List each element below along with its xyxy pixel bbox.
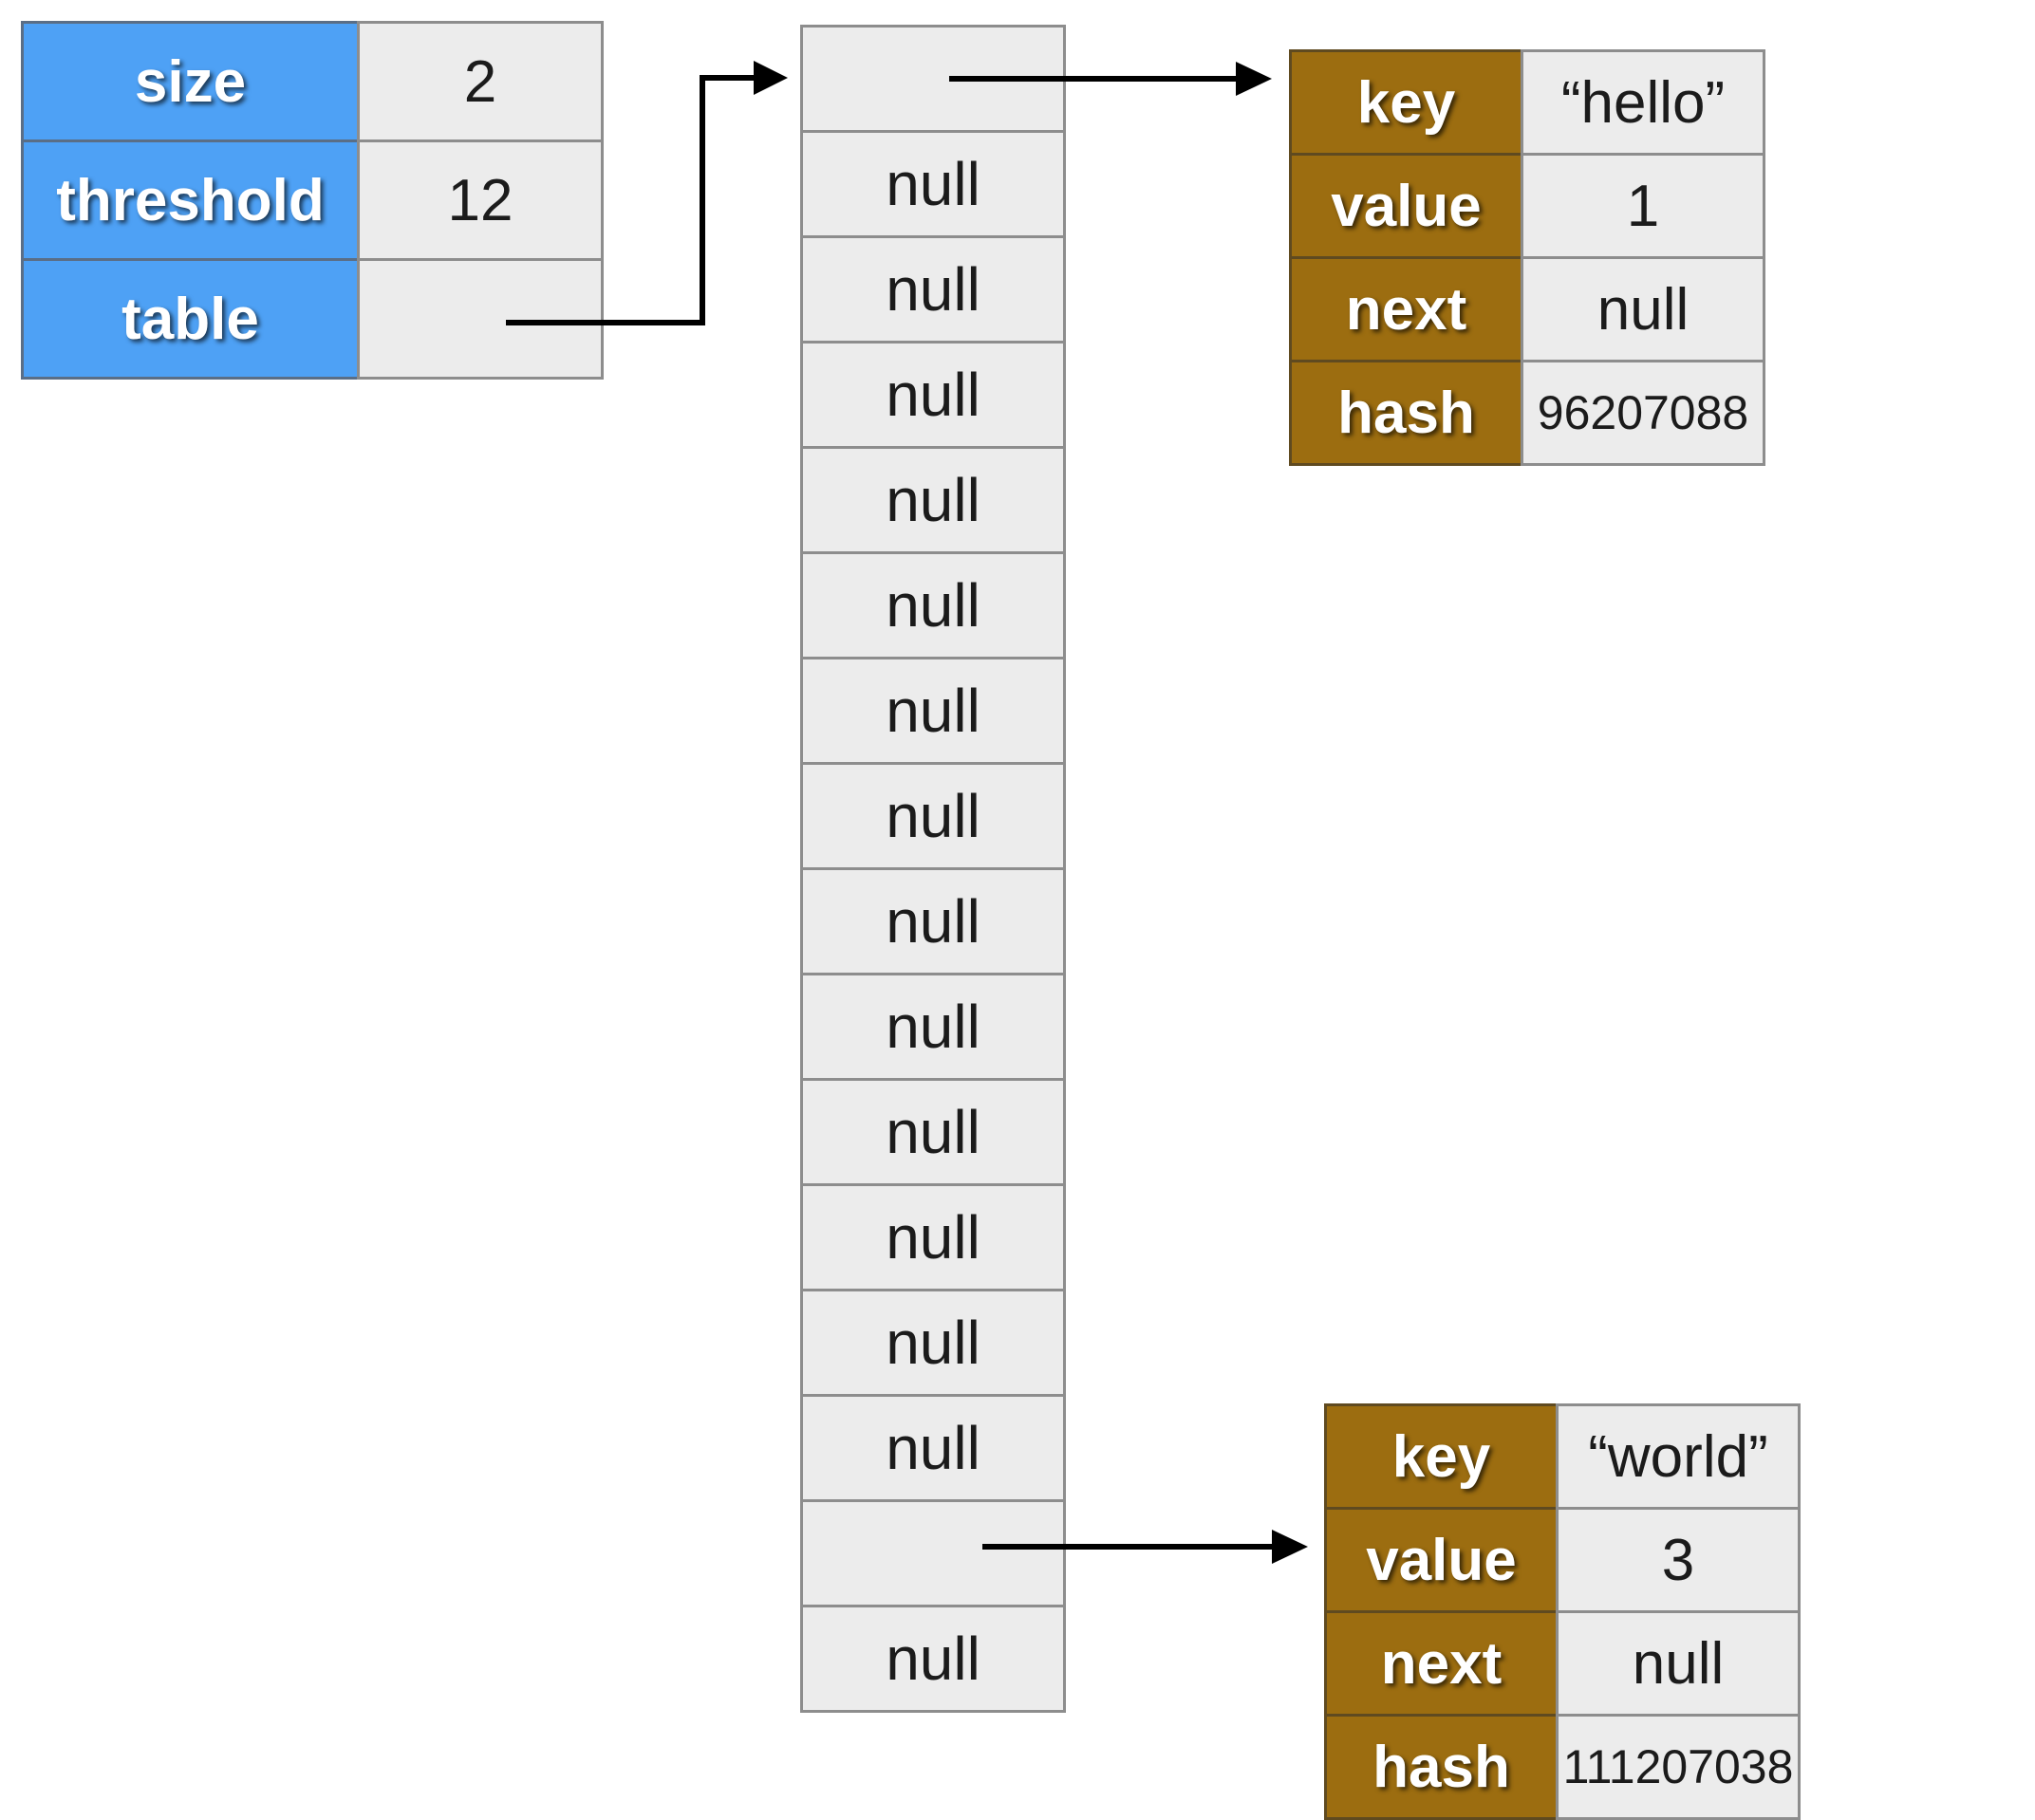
bucket-slot-15: null [800,1605,1066,1713]
entry-hash-value: 96207088 [1521,360,1765,466]
entry-value-label: value [1324,1507,1559,1613]
bucket-slot-13: null [800,1394,1066,1502]
entry-key-value: “hello” [1521,49,1765,156]
entry-next-value: null [1521,256,1765,362]
threshold-label: threshold [21,139,360,261]
entry-next-value: null [1556,1610,1801,1717]
entry-next-label: next [1324,1610,1559,1717]
entry-value-value: 3 [1556,1507,1801,1613]
entry-next-label: next [1289,256,1523,362]
bucket-slot-6: null [800,657,1066,765]
size-label: size [21,21,360,142]
entry-key-label: key [1289,49,1523,156]
bucket-slot-1: null [800,130,1066,238]
entry-hash-label: hash [1289,360,1523,466]
bucket-slot-14 [800,1499,1066,1607]
table-label: table [21,258,360,380]
entry-hash-value: 111207038 [1556,1714,1801,1820]
bucket-slot-9: null [800,973,1066,1081]
entry-hash-label: hash [1324,1714,1559,1820]
table-pointer-arrowhead [754,61,788,95]
table-reference-cell [357,258,604,380]
entry-key-value: “world” [1556,1403,1801,1510]
slot0-to-hello-arrowhead [1236,62,1272,96]
bucket-slot-7: null [800,762,1066,870]
bucket-slot-2: null [800,235,1066,344]
bucket-slot-12: null [800,1289,1066,1397]
slot14-to-world-arrowhead [1272,1530,1308,1564]
table-pointer-arrow [506,75,759,325]
entry-value-value: 1 [1521,153,1765,259]
bucket-slot-5: null [800,551,1066,659]
threshold-value: 12 [357,139,604,261]
